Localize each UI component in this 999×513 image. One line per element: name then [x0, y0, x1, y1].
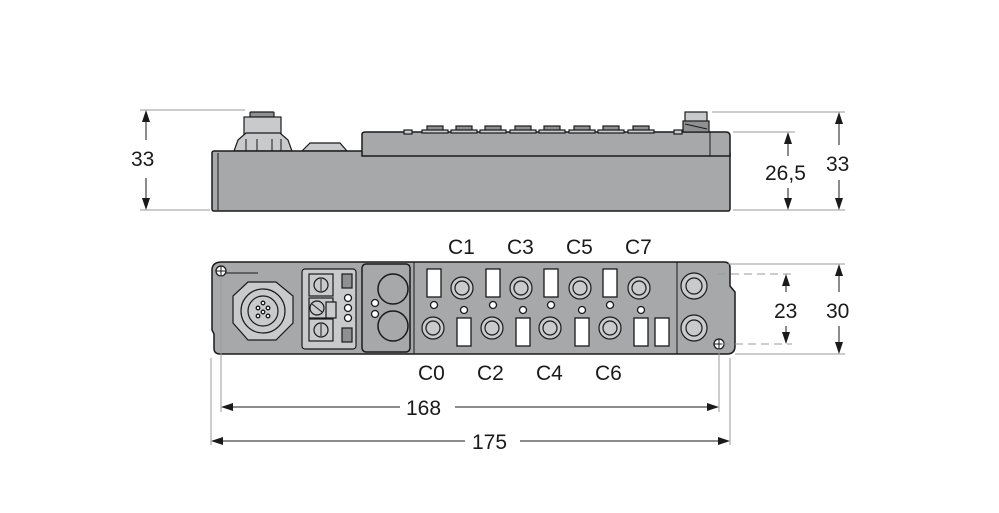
address-switch-block: [301, 268, 357, 350]
side-view: 33: [131, 109, 849, 212]
status-panel: [361, 263, 411, 353]
io-bottom-row: [421, 305, 670, 347]
channel-label-c3: C3: [507, 236, 534, 259]
port-caps: [421, 125, 655, 134]
channel-label-c6: C6: [595, 362, 622, 385]
dim-hole-spacing-height: 23: [774, 300, 797, 323]
dim-left-height: 33: [131, 148, 154, 171]
m12-connector: [232, 281, 294, 341]
channel-label-c7: C7: [625, 236, 652, 259]
dim-right-outer-height: 33: [826, 153, 849, 176]
dim-overall-width: 175: [472, 431, 507, 454]
channel-label-c2: C2: [477, 362, 504, 385]
dim-right-inner-height: 26,5: [765, 162, 806, 185]
dim-overall-height: 30: [826, 300, 849, 323]
front-view: C1 C3 C5 C7 C0 C2 C4 C6 23 30 168: [210, 236, 849, 454]
channel-label-c1: C1: [448, 236, 475, 259]
channel-label-c0: C0: [418, 362, 445, 385]
channel-label-c4: C4: [536, 362, 563, 385]
io-top-row: [426, 268, 651, 310]
bus-connectors: [680, 272, 708, 342]
dim-hole-spacing-width: 168: [406, 397, 441, 420]
channel-label-c5: C5: [566, 236, 593, 259]
